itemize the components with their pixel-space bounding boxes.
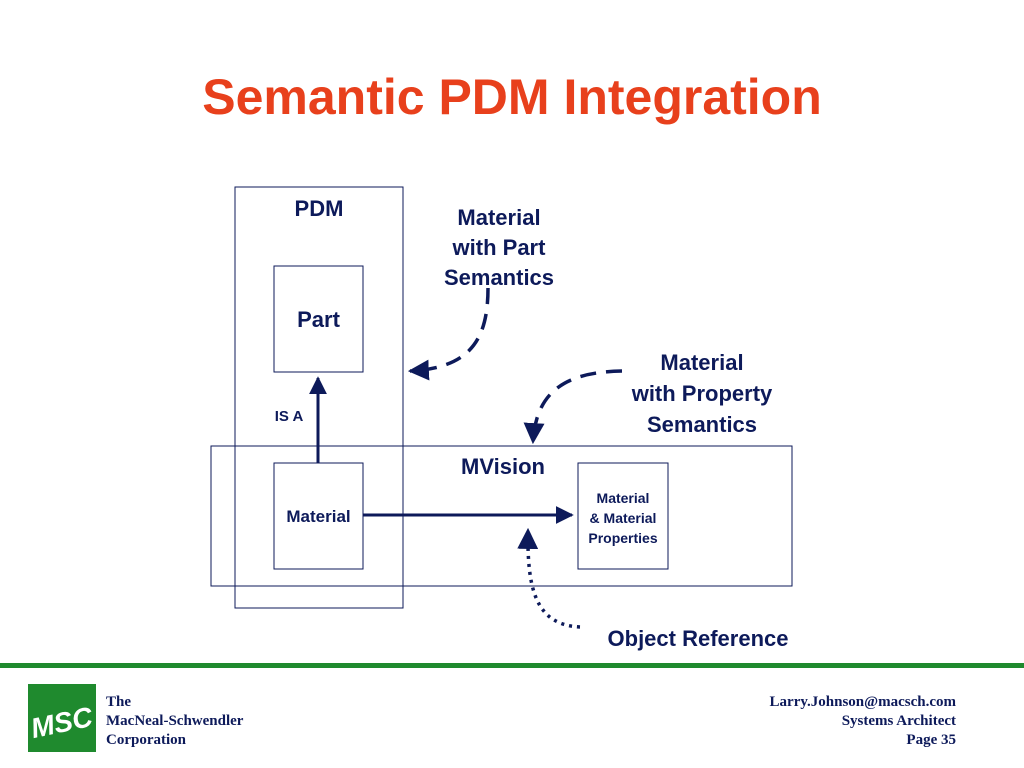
footer-rule [0, 663, 1024, 668]
part-box [273, 265, 364, 373]
diagram [210, 186, 793, 629]
msc-logo: MSC [28, 684, 96, 752]
logo-text: MSC [28, 701, 96, 744]
company-line: Corporation [106, 732, 186, 748]
part-semantics-line: Material [457, 205, 541, 230]
part-label: Part [297, 307, 340, 332]
part-semantics-line: Semantics [443, 265, 555, 290]
material-label: Material [286, 507, 351, 526]
is-a-label: IS A [274, 408, 304, 425]
property-semantics-callout: Material with Property Semantics [612, 347, 792, 440]
object-reference-label: Object Reference [607, 626, 789, 651]
object-reference-arrow [517, 527, 581, 629]
property-semantics-line: Material [660, 350, 744, 375]
property-semantics-arrow [523, 369, 623, 445]
mvision-box [210, 445, 793, 587]
part-semantics-callout: Material with Part Semantics [418, 203, 580, 293]
company-line: The [106, 694, 132, 710]
pdm-box [234, 186, 404, 609]
material-properties-line: & Material [589, 510, 657, 526]
property-semantics-line: with Property [631, 381, 773, 406]
mvision-label: MVision [461, 454, 545, 479]
material-properties-label: Material & Material Properties [578, 488, 668, 548]
pdm-label: PDM [294, 196, 344, 221]
author-info: Larry.Johnson@macsch.com Systems Archite… [770, 693, 956, 750]
company-line: MacNeal-Schwendler [106, 713, 244, 729]
material-properties-line: Material [596, 490, 650, 506]
part-semantics-line: with Part [452, 235, 546, 260]
author-email: Larry.Johnson@macsch.com [769, 694, 956, 710]
page-number: Page 35 [906, 732, 956, 748]
author-role: Systems Architect [841, 713, 956, 729]
company-name: The MacNeal-Schwendler Corporation [106, 693, 243, 750]
slide-title: Semantic PDM Integration [202, 69, 822, 125]
part-semantics-arrow [407, 287, 490, 381]
material-properties-box [577, 462, 669, 570]
material-properties-line: Properties [588, 530, 658, 546]
property-semantics-line: Semantics [646, 412, 758, 437]
